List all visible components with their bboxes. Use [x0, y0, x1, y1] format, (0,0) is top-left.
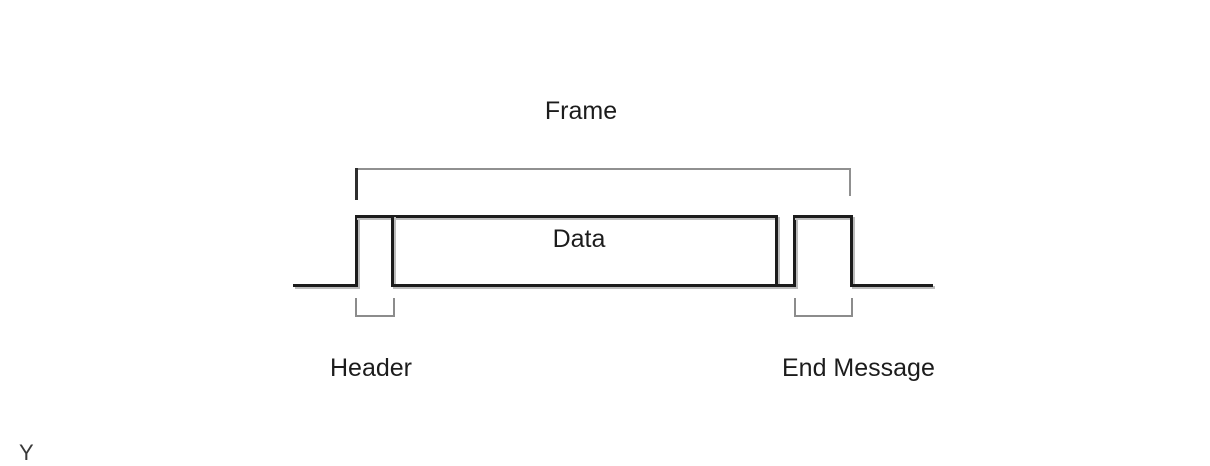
- header-segment-label: Header: [330, 354, 412, 382]
- waveform-header-rising-edge: [355, 215, 358, 287]
- frame-title-label: Frame: [544, 97, 618, 125]
- end-message-duration-bracket: [794, 298, 853, 317]
- frame-bracket-right-tick: [849, 168, 851, 196]
- waveform-data-bottom-edge: [391, 284, 796, 287]
- waveform-baseline-right: [850, 284, 933, 287]
- data-segment-label: Data: [552, 225, 606, 253]
- waveform-header-data-divider: [391, 215, 394, 287]
- header-duration-bracket: [355, 298, 395, 317]
- corner-y-label: Y: [19, 440, 34, 465]
- waveform-top-edge-end-message: [793, 215, 853, 218]
- waveform-baseline-left: [293, 284, 357, 287]
- waveform-end-falling-edge: [850, 215, 853, 287]
- frame-bracket-top-line: [356, 168, 851, 170]
- waveform-data-falling-edge: [775, 215, 778, 287]
- end-message-segment-label: End Message: [782, 354, 935, 382]
- frame-bracket-left-tick: [355, 168, 358, 200]
- waveform-end-rising-edge: [793, 215, 796, 287]
- waveform-top-edge-header-data: [355, 215, 778, 218]
